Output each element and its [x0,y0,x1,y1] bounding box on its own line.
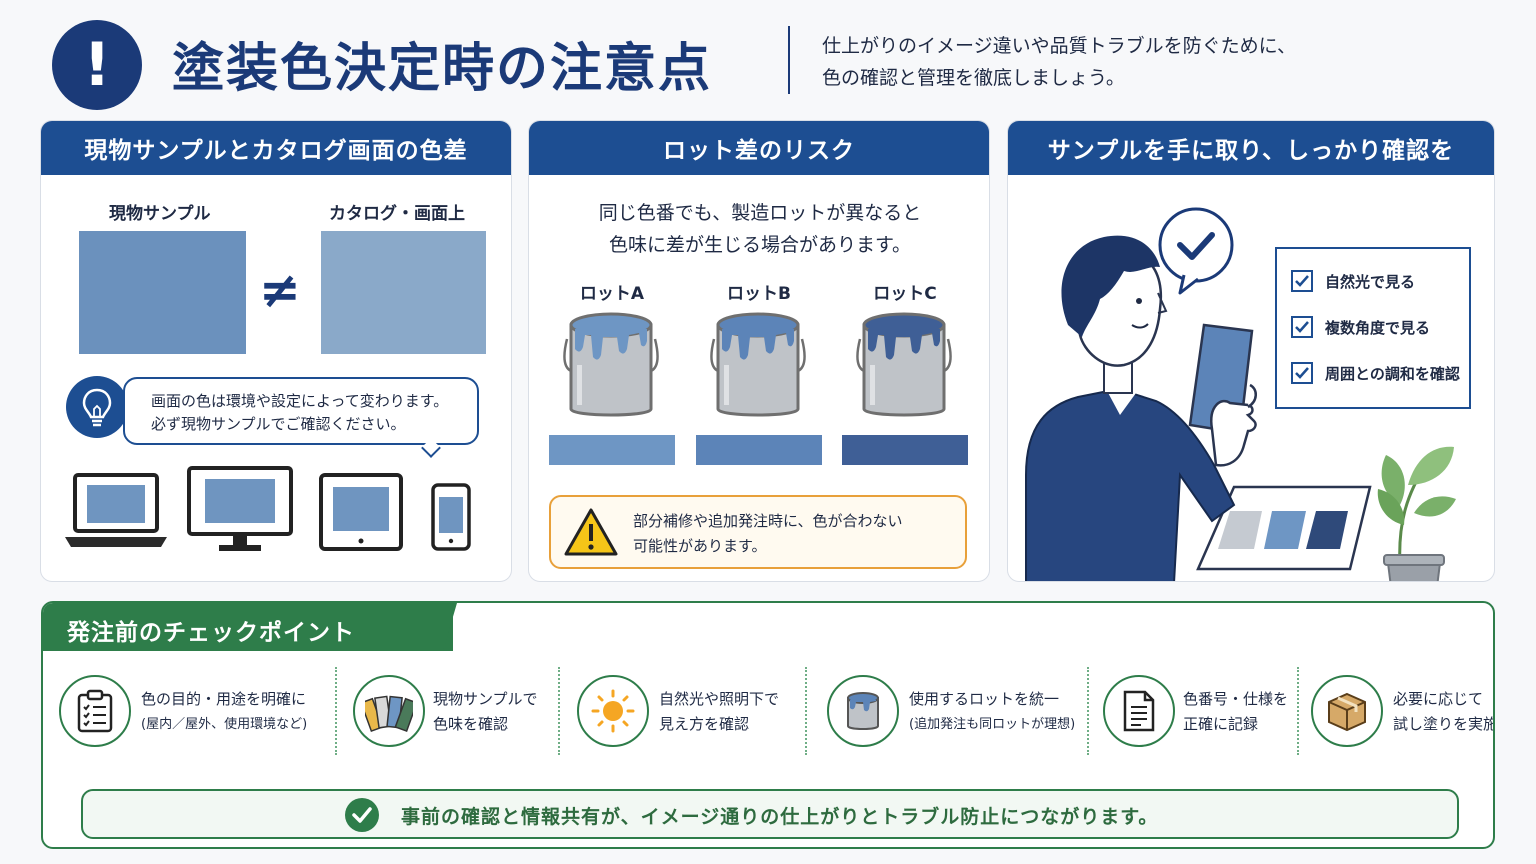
warning-icon [564,508,618,556]
checkpoints-section: 発注前のチェックポイント 色の目的・用途を明確に (屋内／屋外、使用環境など) [41,601,1495,849]
lot-a-swatch [549,435,675,465]
physical-sample-swatch [79,231,246,354]
checkpoint-line2: (屋内／屋外、使用環境など) [141,717,308,732]
panel3-title: サンプルを手に取り、しっかり確認を [1008,121,1494,175]
header-divider [788,26,790,94]
sun-icon [577,675,649,747]
checklist-item: 周囲との調和を確認 [1291,361,1460,385]
check-box-icon [1291,270,1313,292]
label-catalog-screen: カタログ・画面上 [329,204,465,224]
page-header: ! 塗装色決定時の注意点 仕上がりのイメージ違いや品質トラブルを防ぐために、 色… [0,0,1536,118]
divider [1297,667,1299,755]
header-description: 仕上がりのイメージ違いや品質トラブルを防ぐために、 色の確認と管理を徹底しましょ… [822,30,1296,94]
paint-can-icon [710,312,806,417]
lot-label-c: ロットC [873,284,937,304]
person-illustration [1025,207,1456,581]
screen-note-line2: 必ず現物サンプルでご確認ください。 [151,415,406,433]
panel1-title: 現物サンプルとカタログ画面の色差 [41,121,511,175]
checkpoint-item: 必要に応じて 試し塗りを実施 [1311,665,1495,761]
screen-note-bubble: 画面の色は環境や設定によって変わります。 必ず現物サンプルでご確認ください。 [123,377,479,445]
smartphone-icon [431,483,471,551]
alert-icon: ! [52,20,142,110]
warning-text: 部分補修や追加発注時に、色が合わない 可能性があります。 [633,509,903,559]
checkpoint-line2: 正確に記録 [1183,715,1259,733]
checkpoint-line1: 色番号・仕様を [1183,690,1289,708]
check-circle-icon [345,798,379,832]
paint-can-icon [563,312,659,417]
checklist-item: 複数角度で見る [1291,315,1430,339]
tablet-icon [319,473,403,551]
lot-c-swatch [842,435,968,465]
checkpoint-item: 色番号・仕様を 正確に記録 [1103,665,1303,761]
checkpoint-line2: 色味を確認 [433,715,509,733]
paint-can-icon [856,312,952,417]
label-physical-sample: 現物サンプル [109,204,211,224]
screen-note-line1: 画面の色は環境や設定によって変わります。 [151,392,449,410]
lot-desc-line2: 色味に差が生じる場合があります。 [608,234,912,256]
document-icon [1103,675,1175,747]
lot-label-a: ロットA [579,284,645,304]
tab-corner [443,603,457,651]
header-desc-line2: 色の確認と管理を徹底しましょう。 [822,67,1125,89]
header-desc-line1: 仕上がりのイメージ違いや品質トラブルを防ぐために、 [822,35,1297,57]
checklist-item: 自然光で見る [1291,269,1415,293]
clipboard-icon [59,675,131,747]
catalog-swatch [321,231,486,354]
lot-b-swatch [696,435,822,465]
lightbulb-icon [66,376,128,438]
checkpoint-line1: 色の目的・用途を明確に [141,690,307,708]
laptop-icon [65,473,167,547]
checkpoint-item: 使用するロットを統一 (追加発注も同ロットが理想) [827,665,1087,761]
check-box-icon [1291,362,1313,384]
paint-can-icon [827,675,899,747]
divider [335,667,337,755]
checkpoint-line1: 使用するロットを統一 [909,690,1060,708]
checkpoint-line1: 現物サンプルで [433,690,538,708]
checkpoint-item: 現物サンプルで 色味を確認 [353,665,573,761]
checklist-item-label: 自然光で見る [1325,272,1416,291]
summary-text: 事前の確認と情報共有が、イメージ通りの仕上がりとトラブル防止につながります。 [401,806,1159,828]
box-icon [1311,675,1383,747]
checkpoint-item: 色の目的・用途を明確に (屋内／屋外、使用環境など) [59,665,339,761]
not-equal-icon: ≠ [259,261,301,319]
summary-banner: 事前の確認と情報共有が、イメージ通りの仕上がりとトラブル防止につながります。 [81,789,1459,839]
warning-line2: 可能性があります。 [633,537,767,555]
monitor-icon [187,466,293,551]
checkpoints-title: 発注前のチェックポイント [43,603,453,651]
lot-description: 同じ色番でも、製造ロットが異なると 色味に差が生じる場合があります。 [529,197,989,261]
checkpoint-item: 自然光や照明下で 見え方を確認 [577,665,807,761]
divider [805,667,807,755]
panel-check-sample: サンプルを手に取り、しっかり確認を [1007,120,1495,582]
panel2-title: ロット差のリスク [529,121,989,175]
checklist-item-label: 周囲との調和を確認 [1325,364,1460,383]
checkpoint-line2: 見え方を確認 [659,715,750,733]
color-swatch-fan-icon [353,675,425,747]
divider [558,667,560,755]
check-box-icon [1291,316,1313,338]
sample-checklist: 自然光で見る 複数角度で見る 周囲との調和を確認 [1275,247,1471,409]
lot-warning-box: 部分補修や追加発注時に、色が合わない 可能性があります。 [549,495,967,569]
checkpoint-line2: (追加発注も同ロットが理想) [909,717,1076,732]
checkpoint-line2: 試し塗りを実施 [1393,715,1495,733]
panel-color-difference: 現物サンプルとカタログ画面の色差 現物サンプル カタログ・画面上 ≠ 画面の色は… [40,120,512,582]
divider [1087,667,1089,755]
page-title: 塗装色決定時の注意点 [172,39,713,99]
panel-lot-difference: ロット差のリスク 同じ色番でも、製造ロットが異なると 色味に差が生じる場合があり… [528,120,990,582]
checkpoint-line1: 必要に応じて [1393,690,1484,708]
lot-desc-line1: 同じ色番でも、製造ロットが異なると [598,202,922,224]
warning-line1: 部分補修や追加発注時に、色が合わない [633,512,903,530]
checkpoint-line1: 自然光や照明下で [659,690,780,708]
checklist-item-label: 複数角度で見る [1325,318,1431,337]
lot-label-b: ロットB [727,284,791,304]
